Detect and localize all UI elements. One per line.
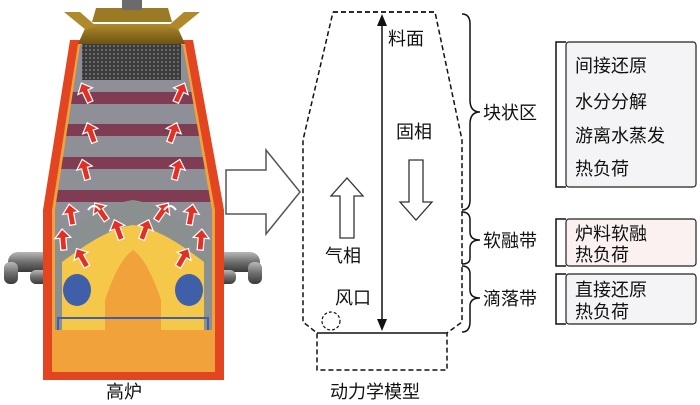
gas-arrow [75,158,94,182]
curl-markers [87,205,177,211]
bracket-cohesive [555,218,566,267]
process-item: 游离水蒸发 [575,126,665,147]
tuyere-marker [321,311,341,331]
furnace-top [64,0,200,80]
gas-arrow [76,82,94,105]
gas-up-arrow [329,177,365,239]
deadman [105,250,161,330]
gas-arrow [172,82,190,105]
brace-lumpy-zone [461,13,481,211]
process-item: 直接还原 [575,280,647,301]
gas-arrow [136,218,155,242]
tuyere-label: 风口 [335,288,371,309]
gas-arrow [53,228,73,251]
gas-arrow [81,121,100,145]
blast-furnace-illustration [4,0,262,380]
zone-label-lumpy: 块状区 [483,103,537,124]
process-item: 水分分解 [575,92,647,113]
raceway-right [175,274,203,306]
burden-distributor-grid [82,44,181,80]
brace-cohesive-zone [461,211,481,265]
zone-label-dripping: 滴落带 [483,289,537,310]
gas-arrow [108,218,127,242]
bracket-dripping [555,273,566,325]
process-item: 间接还原 [575,56,647,77]
bracket-lumpy [555,41,566,188]
gas-flow-arrows [53,82,211,269]
zone-label-cohesive: 软融带 [483,231,537,252]
gas-arrow [168,158,187,182]
solid-down-arrow [398,159,434,221]
gas-arrow [182,203,201,227]
raceway-left [63,274,91,306]
model-caption: 动力学模型 [330,382,420,403]
process-item: 炉料软融 [575,224,647,245]
furnace-caption: 高炉 [106,382,142,403]
process-box-dripping [565,273,697,325]
gas-arrow [164,121,183,145]
process-item: 热负荷 [575,159,629,180]
process-item: 热负荷 [575,245,629,266]
process-box-cohesive [565,218,697,267]
process-box-lumpy [565,41,697,188]
surface-label: 料面 [388,29,424,50]
kinetic-model: 料面 固相 气相 风口 块状区 软融带 滴落带 间接还原 水分分解 游离水蒸发 … [302,11,697,371]
process-item: 热负荷 [575,302,629,323]
gas-arrow [61,203,80,227]
gas-arrow [174,247,192,269]
solid-phase-label: 固相 [396,122,432,143]
brace-dripping-zone [461,265,481,333]
gas-arrow [73,247,91,269]
model-outline [302,11,463,371]
transform-arrow [225,147,301,237]
gas-phase-label: 气相 [325,246,361,267]
gas-arrow [191,228,211,251]
